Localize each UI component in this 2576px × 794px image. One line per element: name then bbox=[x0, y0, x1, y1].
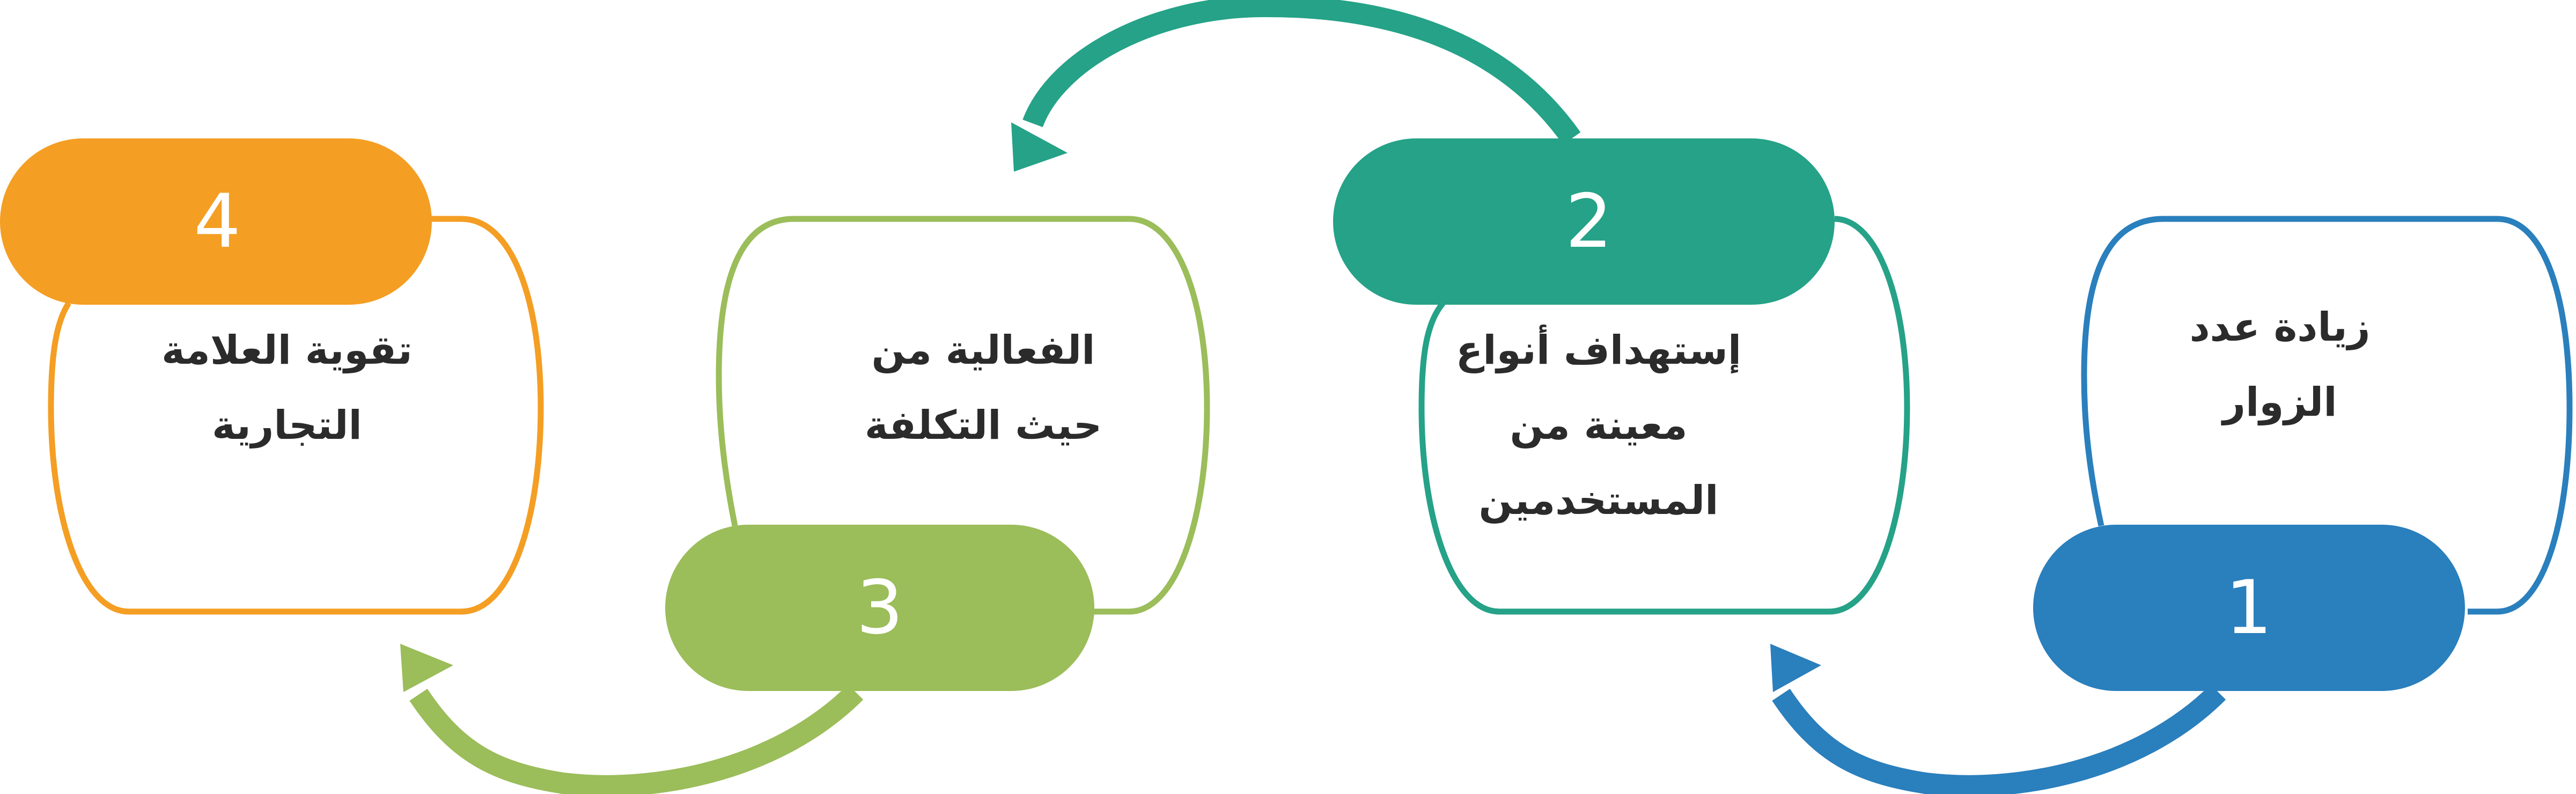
step-4-pill bbox=[0, 138, 432, 305]
step-2-text: إستهداف أنواع معينة من المستخدمين bbox=[1357, 313, 1840, 538]
step-1-text-line-1: زيادة عدد bbox=[2189, 304, 2371, 350]
step-1-text: زيادة عدد الزوار bbox=[2038, 290, 2521, 440]
card-3-outline bbox=[716, 216, 1210, 615]
step-2-pill bbox=[1333, 138, 1835, 305]
step-3-number: 3 bbox=[856, 564, 903, 651]
arrow-3-curve bbox=[409, 684, 864, 794]
step-1-number: 1 bbox=[2225, 564, 2272, 651]
card-4-outline bbox=[48, 216, 544, 615]
step-1-text-line-2: الزوار bbox=[2222, 379, 2337, 425]
arrow-2-curve bbox=[1022, 0, 1581, 145]
step-2-text-line-1: إستهداف أنواع bbox=[1455, 327, 1742, 373]
arrow-1-curve bbox=[1772, 684, 2226, 794]
arrow-2-head bbox=[1011, 122, 1068, 172]
step-4-text-line-2: التجارية bbox=[212, 402, 362, 449]
step-4-text-line-1: تقوية العلامة bbox=[161, 327, 413, 373]
step-3-text: الفعالية من حيث التكلفة bbox=[742, 313, 1225, 463]
step-4-number: 4 bbox=[194, 178, 241, 264]
card-1-outline bbox=[2081, 216, 2573, 615]
step-3-text-line-1: الفعالية من bbox=[871, 327, 1095, 373]
arrow-3-head bbox=[400, 644, 453, 692]
step-4-text: تقوية العلامة التجارية bbox=[46, 313, 528, 463]
arrow-1-head bbox=[1770, 644, 1821, 692]
step-2-text-line-3: المستخدمين bbox=[1478, 477, 1719, 524]
step-2-text-line-2: معينة من bbox=[1510, 402, 1688, 449]
step-3-pill bbox=[665, 525, 1094, 691]
step-1-pill bbox=[2033, 525, 2465, 691]
card-2-outline bbox=[1418, 216, 1910, 615]
step-3-text-line-2: حيث التكلفة bbox=[864, 402, 1102, 449]
step-2-number: 2 bbox=[1565, 178, 1613, 264]
